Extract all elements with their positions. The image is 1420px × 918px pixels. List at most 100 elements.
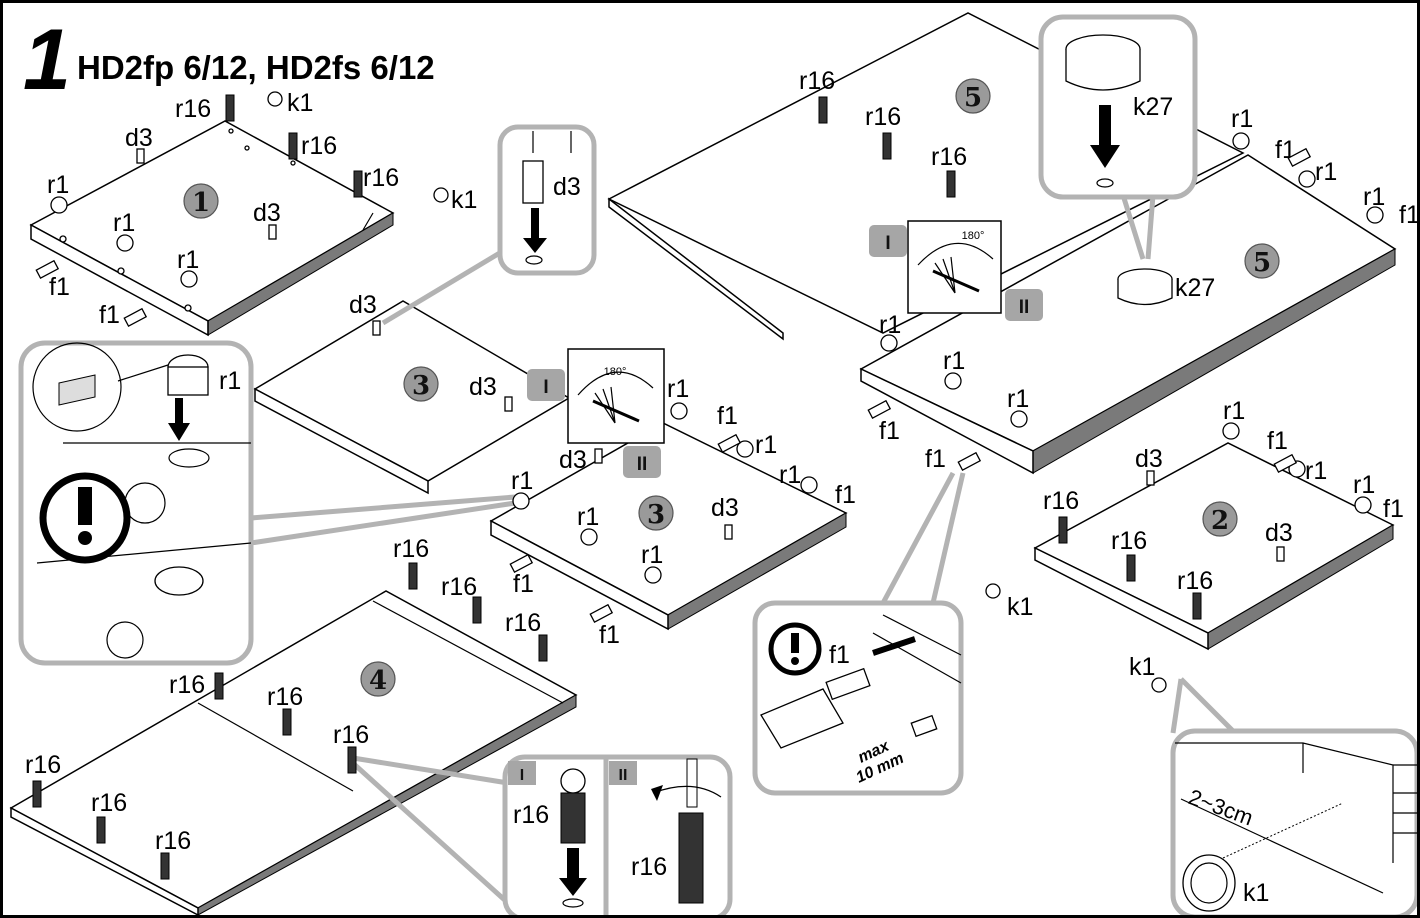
label-f1: f1 <box>1267 427 1288 455</box>
label-r16: r16 <box>1111 527 1147 555</box>
label-f1: f1 <box>599 621 620 649</box>
roman-i-r16-label: I <box>520 767 524 784</box>
label-r16: r16 <box>441 573 477 601</box>
label-r1: r1 <box>1305 457 1327 485</box>
label-r16: r16 <box>1177 567 1213 595</box>
label-r1: r1 <box>879 311 901 339</box>
label-d3: d3 <box>125 124 153 152</box>
rotation-angle-label-right: 180° <box>962 230 985 242</box>
k27-inset-label: k27 <box>1133 93 1173 121</box>
label-f1: f1 <box>717 402 738 430</box>
label-r16: r16 <box>25 751 61 779</box>
label-r1: r1 <box>779 461 801 489</box>
label-r16: r16 <box>301 132 337 160</box>
roman-badge-ii-right <box>1005 289 1043 321</box>
label-d3: d3 <box>469 373 497 401</box>
label-k1: k1 <box>1129 653 1155 681</box>
label-r1: r1 <box>943 347 965 375</box>
roman-i-right-label: I <box>885 233 890 254</box>
step-badge-3b-label: 3 <box>647 500 665 530</box>
rotation-inset-middle: 180° I II <box>527 348 665 478</box>
label-r16: r16 <box>91 789 127 817</box>
warning-exclamation-icon <box>768 622 822 676</box>
label-f1: f1 <box>1383 495 1404 523</box>
label-d3: d3 <box>1265 519 1293 547</box>
label-r1: r1 <box>1363 183 1385 211</box>
label-r16: r16 <box>505 609 541 637</box>
r16-inset-label-ii: r16 <box>631 853 667 881</box>
label-r16: r16 <box>393 535 429 563</box>
roman-ii-right-label: II <box>1019 297 1030 318</box>
label-r1: r1 <box>1007 385 1029 413</box>
part-labels: r16 k1 r16 r16 k1 d3 d3 r1 r1 r1 f1 f1 d… <box>25 67 1417 855</box>
step-badge-1-label: 1 <box>192 188 210 218</box>
label-k1: k1 <box>451 186 477 214</box>
label-f1: f1 <box>835 481 856 509</box>
label-r16: r16 <box>363 164 399 192</box>
rotation-inset-right: 180° I II <box>869 220 1043 321</box>
r1-warning-inset: r1 <box>18 340 516 666</box>
roman-badge-i-middle <box>527 369 565 401</box>
label-f1: f1 <box>513 570 534 598</box>
label-r1: r1 <box>641 541 663 569</box>
r16-install-inset: I II r16 r16 <box>352 754 733 915</box>
hardware-glyphs <box>32 91 1384 880</box>
label-r1: r1 <box>1353 471 1375 499</box>
arrow-down-icon <box>523 208 547 253</box>
label-d3: d3 <box>559 446 587 474</box>
label-f1: f1 <box>49 273 70 301</box>
d3-inset: d3 <box>381 124 597 326</box>
label-r1: r1 <box>755 431 777 459</box>
rotation-angle-label-middle: 180° <box>604 366 627 378</box>
model-title: HD2fp 6/12, HD2fs 6/12 <box>77 49 435 86</box>
f1-inset-label: f1 <box>829 641 850 669</box>
label-r1: r1 <box>1231 105 1253 133</box>
label-r16: r16 <box>155 827 191 855</box>
label-d3: d3 <box>349 291 377 319</box>
panel-5-right: 5 <box>859 154 1397 475</box>
warning-exclamation-icon <box>39 472 131 564</box>
label-f1: f1 <box>99 301 120 329</box>
label-d3: d3 <box>711 494 739 522</box>
label-r16: r16 <box>169 671 205 699</box>
label-f1: f1 <box>879 417 900 445</box>
d3-inset-label: d3 <box>553 173 581 201</box>
label-r16: r16 <box>931 143 967 171</box>
step-badge-1 <box>183 183 219 219</box>
step-badge-5a <box>955 78 991 114</box>
panel-3-lower: 3 <box>489 422 848 631</box>
roman-badge-i-r16 <box>508 761 536 785</box>
step-number: 1 <box>23 12 71 108</box>
screwdriver-icon <box>651 758 722 808</box>
arrow-down-icon <box>168 398 190 441</box>
label-r1: r1 <box>177 246 199 274</box>
rotation-arrow-icon <box>917 242 994 294</box>
label-r1: r1 <box>47 171 69 199</box>
step-badge-2-label: 2 <box>1211 506 1229 536</box>
label-r16: r16 <box>333 721 369 749</box>
roman-i-middle-label: I <box>543 377 548 398</box>
panel-2: 2 <box>1033 442 1395 651</box>
label-r1: r1 <box>667 375 689 403</box>
panel-3-upper: 3 <box>253 300 571 495</box>
step-badge-3a-label: 3 <box>412 371 430 401</box>
label-r1: r1 <box>577 503 599 531</box>
step-badge-3b <box>638 495 674 531</box>
panel-4: 4 <box>9 590 578 915</box>
diagram-canvas: 1 3 3 4 <box>9 12 1417 915</box>
step-badge-5b-label: 5 <box>1253 248 1271 278</box>
label-k1: k1 <box>1007 593 1033 621</box>
label-r1: r1 <box>1223 397 1245 425</box>
r16-inset-label-i: r16 <box>513 801 549 829</box>
label-r16: r16 <box>267 683 303 711</box>
label-d3: d3 <box>253 199 281 227</box>
label-r16: r16 <box>175 95 211 123</box>
label-k1: k1 <box>287 89 313 117</box>
k1-inset-label: k1 <box>1243 879 1269 907</box>
label-f1: f1 <box>1399 201 1417 229</box>
label-r1: r1 <box>1315 158 1337 186</box>
label-f1: f1 <box>925 445 946 473</box>
label-r16: r16 <box>865 103 901 131</box>
roman-badge-i-right <box>869 225 907 257</box>
step-badge-4-label: 4 <box>369 666 387 696</box>
